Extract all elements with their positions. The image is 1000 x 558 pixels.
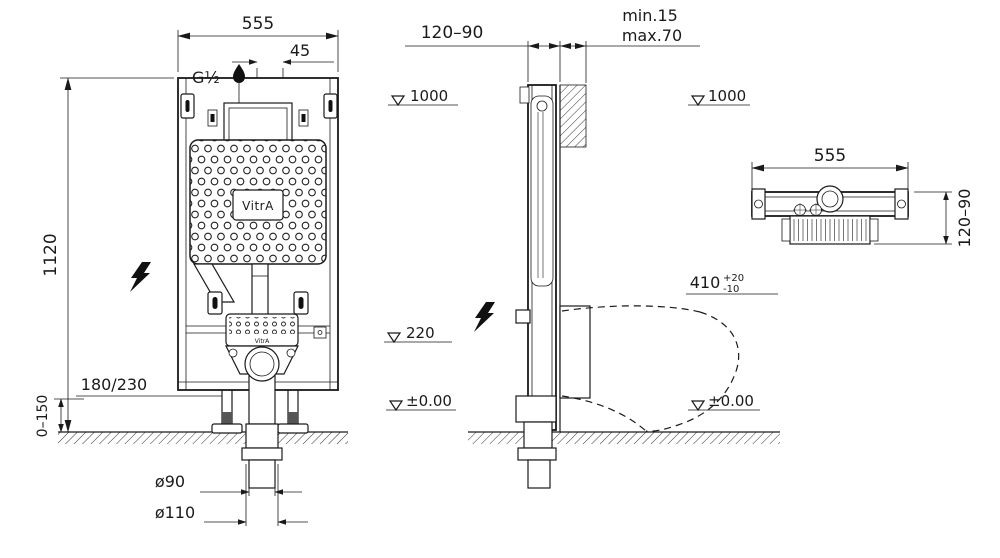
dim-foot-adjust: 0–150: [35, 395, 84, 438]
dim-front-width-555: 555: [177, 14, 339, 72]
level-front-1000-label: 1000: [410, 87, 448, 105]
electrical-box: [515, 309, 531, 324]
level-front-220: 220: [384, 324, 452, 344]
dim-bowl-height-label: 410: [690, 273, 721, 292]
dim-top-depth-label: 120–90: [955, 189, 974, 248]
bowl-fixings: [207, 291, 309, 315]
dim-side-depth: 120–90 min.15 max.70: [405, 6, 700, 83]
foot-left: [211, 423, 243, 434]
level-front-220-label: 220: [406, 324, 435, 342]
bowl-mount-plate: [559, 305, 591, 399]
lightning-bolt-icon: [474, 302, 495, 332]
dim-top-width-555: 555: [751, 146, 909, 190]
dim-top-width-label: 555: [814, 146, 846, 166]
cistern-cover: VitrA: [189, 139, 327, 265]
wall-hung-bowl: [559, 305, 740, 432]
dim-foot-adjust-label: 0–150: [35, 395, 51, 438]
level-triangle-icon: [390, 95, 406, 107]
water-inlet: G½: [192, 64, 245, 103]
front-view: 555 45 G½: [35, 14, 458, 526]
hanger-slot-right: [328, 100, 333, 112]
level-triangle-icon: [690, 95, 706, 107]
dim-drain-d90: ø90: [155, 472, 302, 496]
actuator-conduit: [519, 86, 530, 104]
dim-bowl-tol-minus: -10: [723, 284, 739, 295]
side-electrical: [474, 302, 531, 332]
front-drain: [241, 423, 283, 489]
inlet-thread-label: G½: [192, 68, 220, 87]
level-side-floor: ±0.00: [688, 392, 760, 412]
level-triangle-icon: [388, 400, 404, 412]
level-side-1000-label: 1000: [708, 87, 746, 105]
dim-bowl-height: 410 +20 -10: [686, 273, 778, 295]
level-side-floor-label: ±0.00: [708, 392, 754, 410]
level-triangle-icon: [386, 332, 402, 344]
wall-section: [559, 84, 587, 432]
outlet-plate: VitrA: [225, 313, 299, 425]
outlet-pipe: [248, 373, 276, 425]
level-side-1000: 1000: [688, 87, 750, 107]
brand-logo: VitrA: [242, 199, 274, 213]
lightning-bolt-icon: [130, 262, 151, 292]
top-cistern: [781, 185, 879, 245]
dim-drain-d110-label: ø110: [155, 503, 195, 522]
side-cistern: [530, 95, 554, 287]
dim-wall-min-label: min.15: [622, 6, 678, 25]
level-front-floor-label: ±0.00: [406, 392, 452, 410]
dim-side-depth-label: 120–90: [421, 23, 484, 43]
water-drop-icon: [233, 64, 245, 83]
dim-front-height-1120: 1120: [41, 77, 174, 433]
hanger-slot-left: [185, 100, 190, 112]
dim-depth-range-label: 180/230: [81, 375, 147, 394]
side-frame: [519, 84, 557, 431]
front-floor: [58, 431, 348, 444]
level-triangle-icon: [690, 400, 706, 412]
side-floor: [468, 431, 780, 444]
rail-fitting: [313, 326, 327, 339]
top-view: 555: [751, 146, 974, 248]
brand-logo-small: VitrA: [255, 338, 270, 345]
dim-front-inlet-offset-label: 45: [290, 41, 310, 60]
dim-depth-range-180-230: 180/230: [76, 375, 222, 397]
dim-front-height-label: 1120: [41, 233, 61, 276]
side-view: 120–90 min.15 max.70: [405, 6, 780, 489]
side-drain: [515, 395, 557, 489]
dim-bowl-tol-plus: +20: [723, 273, 744, 284]
dim-top-depth: 120–90: [874, 189, 974, 248]
dim-wall-max-label: max.70: [622, 26, 682, 45]
dim-front-width-label: 555: [242, 14, 274, 34]
cross-rail: [186, 325, 330, 339]
level-front-1000: 1000: [388, 87, 458, 107]
flush-pipes: [192, 263, 269, 319]
dim-drain-d110: ø110: [155, 464, 308, 526]
frame-legs: [211, 390, 309, 434]
foot-right: [277, 423, 309, 434]
dim-drain-d90-label: ø90: [155, 472, 185, 491]
level-front-floor: ±0.00: [386, 392, 456, 412]
brand-plate: [232, 189, 284, 221]
